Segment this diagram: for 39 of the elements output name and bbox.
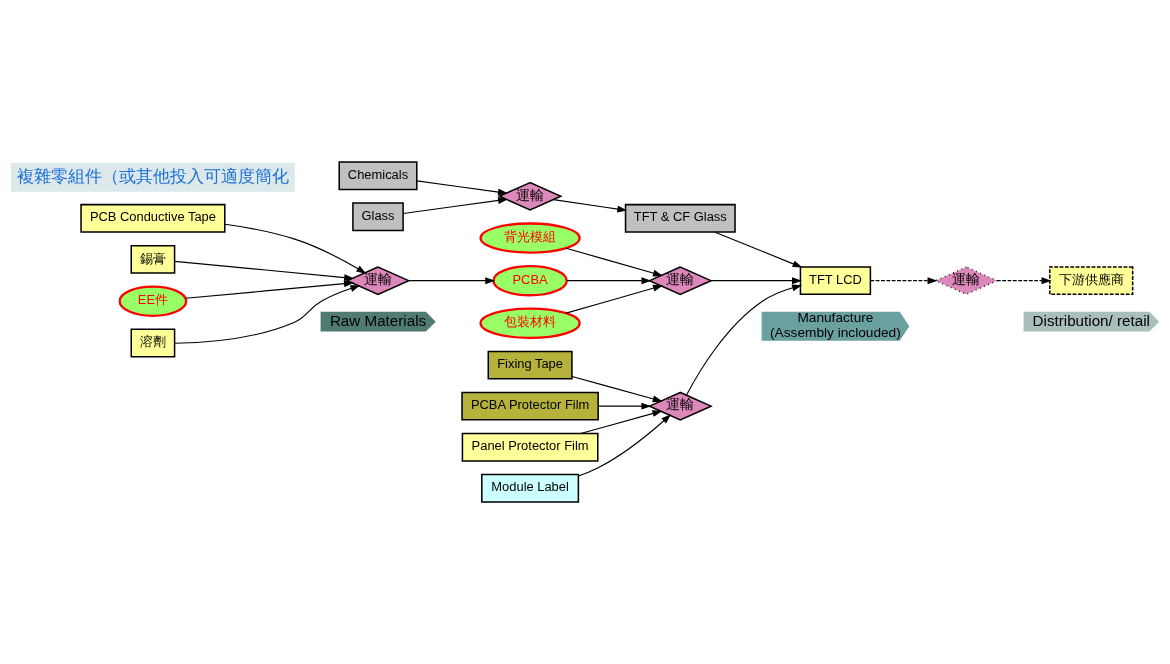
arrow: [408, 277, 496, 285]
arrow: [224, 223, 367, 274]
arrow: [565, 247, 663, 277]
arrow: [566, 277, 652, 285]
node-diamond: 運輸: [933, 266, 999, 296]
arrow: [577, 414, 672, 477]
node-box: PCBA Protector Film: [461, 391, 599, 421]
node-ellipse: PCBA: [492, 264, 568, 297]
arrow: [714, 231, 803, 268]
arrow: [416, 180, 508, 196]
arrow: [685, 284, 803, 396]
arrow: [174, 260, 355, 281]
node-box: TFT & CF Glass: [624, 203, 736, 233]
node-box: TFT LCD: [799, 266, 872, 296]
arrow: [580, 410, 663, 435]
arrow: [552, 199, 628, 213]
node-box: Panel Protector Film: [461, 432, 599, 462]
node-diamond: 運輸: [647, 391, 713, 421]
node-box: 複雜零組件（或其他投入可適度簡化: [11, 162, 295, 192]
arrow: [996, 277, 1052, 285]
arrow: [402, 197, 508, 214]
node-ellipse: EE件: [118, 285, 188, 317]
node-box: PCB Conductive Tape: [80, 203, 226, 233]
arrow: [565, 284, 663, 314]
arrow: [869, 277, 938, 285]
node-ellipse: 包裝材料: [479, 307, 581, 339]
arrow: [597, 402, 652, 410]
node-box: Module Label: [481, 473, 580, 503]
node-box: 下游供應商: [1049, 266, 1134, 296]
node-box: Chemicals: [338, 161, 418, 191]
arrow: [571, 375, 663, 403]
node-box: 溶劑: [130, 328, 176, 358]
arrow: [174, 285, 361, 344]
node-box: Fixing Tape: [487, 350, 573, 380]
node-ellipse: 背光模組: [479, 222, 581, 254]
arrow: [710, 277, 802, 285]
arrow: [185, 280, 354, 299]
node-box: Glass: [352, 202, 404, 232]
node-box: 錫膏: [130, 244, 176, 274]
